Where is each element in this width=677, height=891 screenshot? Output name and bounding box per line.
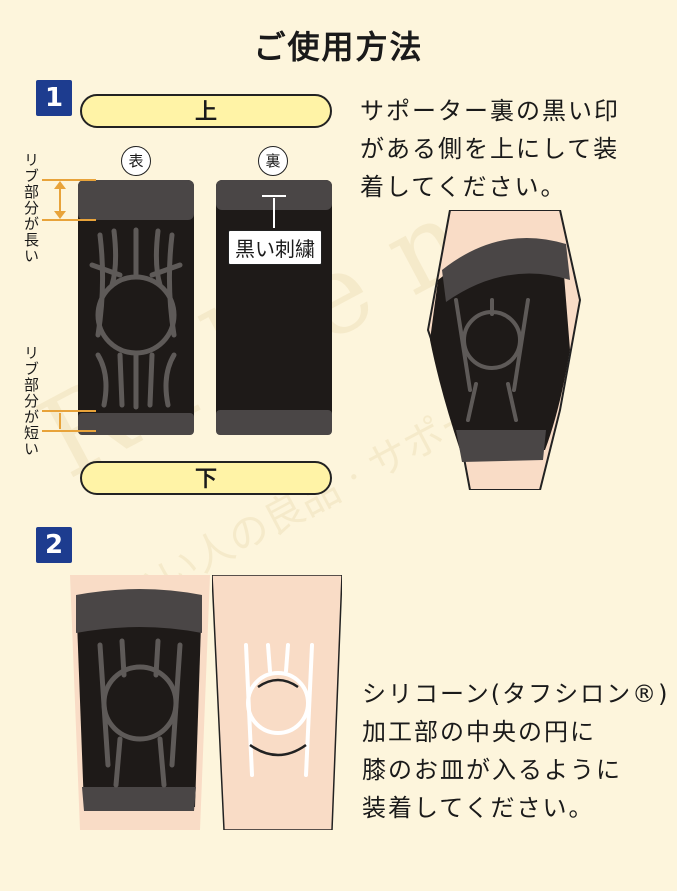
front-sleeve-illustration [42, 179, 194, 435]
embroidery-label: 黒い刺繍 [228, 230, 322, 265]
front-side-marker: 表 [121, 146, 151, 176]
back-side-marker: 裏 [258, 146, 288, 176]
knee-side-illustration [426, 210, 582, 490]
step-2-badge: 2 [36, 527, 72, 563]
instruction-line: 膝のお皿が入るように [362, 756, 622, 784]
instruction-line: 加工部の中央の円に [362, 718, 596, 746]
instruction-line: 装着してください。 [362, 794, 595, 822]
page-title: ご使用方法 [253, 28, 424, 66]
instruction-line: サポーター裏の黒い印 [360, 97, 620, 125]
step-1-instruction: サポーター裏の黒い印 がある側を上にして装 着してください。 [360, 92, 620, 206]
instruction-line: シリコーン(タフシロン®) [362, 680, 670, 708]
top-direction-pill: 上 [80, 94, 332, 128]
knee-front-illustration [70, 575, 210, 830]
knee-inner-illustration [212, 575, 342, 830]
step-1-badge: 1 [36, 80, 72, 116]
rib-short-label: リブ部分が短い [22, 345, 40, 457]
step-2-instruction: シリコーン(タフシロン®) 加工部の中央の円に 膝のお皿が入るように 装着してく… [362, 675, 670, 827]
rib-long-label: リブ部分が長い [22, 152, 40, 264]
back-sleeve-illustration [216, 180, 332, 435]
bottom-direction-pill: 下 [80, 461, 332, 495]
instruction-line: 着してください。 [360, 173, 567, 201]
instruction-line: がある側を上にして装 [360, 135, 620, 163]
